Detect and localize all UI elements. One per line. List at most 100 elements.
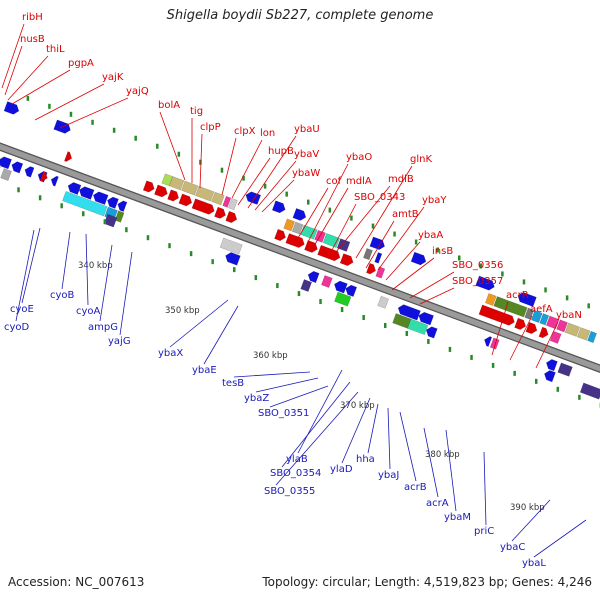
leader-line <box>233 371 311 378</box>
gene-label-bottom: cyoB <box>50 290 75 301</box>
gene-feature <box>78 186 95 200</box>
leader-line <box>231 139 263 199</box>
leader-line <box>247 135 297 209</box>
gene-label-top: ybaN <box>556 310 582 321</box>
gene-arrow <box>195 185 215 202</box>
gene-label-top: insB <box>432 246 453 257</box>
gene-arrow <box>67 182 82 195</box>
leader-line <box>387 407 391 470</box>
scale-tick-label: 340 kbp <box>78 261 113 271</box>
gene-arrow <box>225 210 238 223</box>
gene-label-top: aefA <box>530 304 553 315</box>
gene-feature <box>530 310 543 323</box>
gene-arrow <box>161 173 174 187</box>
leader-line <box>297 369 343 454</box>
gene-arrow <box>178 193 193 207</box>
gene-arrow <box>556 319 568 333</box>
gene-arrow <box>292 208 307 221</box>
gene-arrow <box>544 370 556 383</box>
gene-arrow <box>304 240 318 253</box>
gene-feature <box>271 200 286 214</box>
gene-feature <box>304 240 318 253</box>
gene-arrow <box>0 156 12 170</box>
gene-feature <box>225 210 238 223</box>
gene-feature <box>407 318 429 336</box>
gene-arrow <box>214 206 226 219</box>
gene-arrow <box>539 313 550 326</box>
gene-feature <box>549 330 562 344</box>
gene-feature <box>557 362 573 377</box>
leader-line <box>59 97 129 129</box>
leader-line <box>34 83 105 121</box>
gene-label-bottom: cyoD <box>4 322 30 333</box>
gene-feature <box>168 176 185 191</box>
gene-feature <box>178 193 193 207</box>
figure-title: Shigella boydii Sb227, complete genome <box>166 8 434 23</box>
gene-feature <box>3 101 20 115</box>
leader-line <box>254 160 297 211</box>
leader-line <box>261 179 295 213</box>
gene-label-bottom: priC <box>474 526 494 537</box>
gene-feature <box>314 229 326 243</box>
gene-label-top: ybaA <box>418 230 443 241</box>
gene-label-top: glnK <box>410 154 432 165</box>
leader-line <box>367 403 379 454</box>
gene-feature <box>219 237 243 255</box>
gene-feature <box>336 238 351 252</box>
leader-line <box>483 451 487 526</box>
gene-feature <box>539 313 550 326</box>
gene-feature <box>274 228 286 242</box>
scale-tick-label: 390 kbp <box>510 503 545 513</box>
gene-label-bottom: ybaC <box>500 542 525 553</box>
gene-label-bottom: acrA <box>426 498 449 509</box>
leader-line <box>409 271 455 299</box>
gene-label-top: mdlB <box>388 174 414 185</box>
gene-arrow <box>117 200 128 212</box>
leader-line <box>99 244 113 322</box>
gene-arrow <box>50 175 59 187</box>
gene-arrow <box>363 248 373 261</box>
leader-line <box>221 137 237 196</box>
gene-arrow <box>0 168 12 181</box>
gene-feature <box>345 284 358 297</box>
gene-arrow <box>53 119 71 134</box>
leader-line <box>399 411 417 482</box>
gene-arrow <box>334 291 352 307</box>
leader-line <box>85 233 89 306</box>
gene-arrow <box>587 330 597 344</box>
gene-arrow <box>336 238 351 252</box>
gene-feature <box>64 151 73 162</box>
leader-line <box>61 231 71 290</box>
leader-line <box>511 499 551 542</box>
gene-label-top: tig <box>190 106 203 117</box>
gene-feature <box>339 253 354 267</box>
leader-line <box>423 427 439 498</box>
gene-feature <box>107 196 119 209</box>
gene-label-bottom: cyoA <box>76 306 101 317</box>
scale-tick-label: 360 kbp <box>253 351 288 361</box>
gene-feature <box>142 180 155 193</box>
gene-arrow <box>369 236 385 250</box>
gene-label-top: clpX <box>234 126 256 137</box>
gene-feature <box>114 210 125 223</box>
gene-arrow <box>397 304 421 321</box>
gene-feature <box>375 266 386 279</box>
gene-feature <box>489 337 500 350</box>
gene-label-bottom: ybaM <box>444 512 471 523</box>
gene-arrow <box>271 200 286 214</box>
gene-feature <box>525 321 538 335</box>
gene-feature <box>321 275 333 288</box>
leader-line <box>269 385 329 408</box>
scale-tick-label: 350 kbp <box>165 306 200 316</box>
gene-arrow <box>418 311 434 326</box>
gene-label-top: nusB <box>20 34 45 45</box>
leader-line <box>335 185 391 253</box>
gene-arrow <box>225 252 241 266</box>
leader-line <box>297 187 329 239</box>
gene-feature <box>392 313 412 329</box>
gene-label-top: clpP <box>200 122 221 133</box>
gene-feature <box>538 326 549 339</box>
gene-arrow <box>576 327 591 341</box>
gene-feature <box>363 248 373 261</box>
